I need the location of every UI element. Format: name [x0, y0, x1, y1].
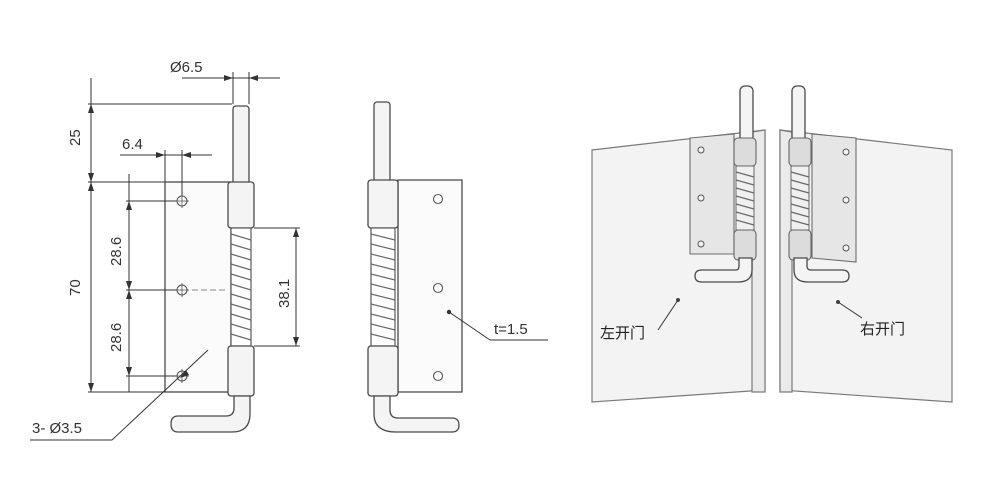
side-hole-top: [432, 193, 444, 205]
side-view: t=1.5: [367, 101, 548, 433]
dim-top-offset: 25: [67, 129, 84, 146]
iso-right-handle: [793, 257, 850, 283]
side-lower-knuckle: [367, 345, 399, 397]
dim-pin-diameter: Ø6.5: [170, 59, 203, 76]
dim-lower-pitch: 28.6: [108, 323, 125, 352]
side-upper-knuckle: [367, 179, 399, 229]
iso-right-pin: [791, 85, 806, 143]
front-leaf-plate: [164, 181, 232, 393]
label-left-door: 左开门: [600, 324, 645, 342]
iso-right-hinge-plate: [811, 133, 857, 263]
front-upper-knuckle: [227, 181, 255, 229]
iso-left-hinge-plate: [689, 133, 735, 255]
iso-view: 左开门 右开门: [591, 85, 953, 403]
front-view: Ø6.5 25 70 6.4 28.6 28.6: [30, 59, 300, 441]
iso-left-pin: [739, 85, 754, 143]
dim-upper-pitch: 28.6: [108, 237, 125, 266]
dim-total-height: 70: [67, 279, 84, 296]
front-l-handle: [170, 395, 251, 433]
side-hole-bottom: [432, 370, 444, 382]
front-pin: [232, 105, 250, 185]
side-l-handle: [373, 395, 460, 433]
front-lower-knuckle: [227, 345, 255, 397]
label-right-door: 右开门: [860, 320, 905, 338]
dim-thickness: t=1.5: [494, 321, 528, 338]
side-leaf-plate: [397, 179, 463, 393]
dim-spring-length: 38.1: [276, 279, 293, 308]
dim-holes-callout: 3- Ø3.5: [32, 420, 82, 437]
side-pin: [373, 101, 391, 185]
iso-left-handle: [694, 257, 753, 283]
dim-hole-offset: 6.4: [122, 136, 143, 153]
side-hole-middle: [432, 282, 444, 294]
